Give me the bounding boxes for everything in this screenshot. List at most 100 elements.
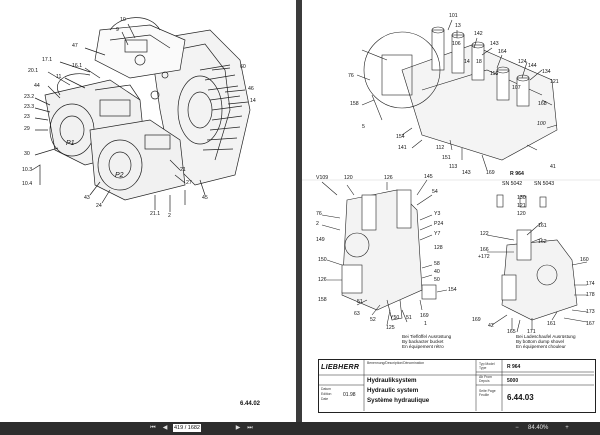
zoom-in-button[interactable]: + [565, 425, 569, 431]
last-page-button[interactable]: ⏭ [247, 425, 253, 431]
callout: 134 [542, 69, 551, 75]
callout: 125 [386, 325, 395, 331]
title-de: Hydrauliksystem [367, 377, 417, 384]
callout: 60 [240, 64, 246, 70]
callout: 121 [550, 79, 559, 85]
callout: 54 [432, 189, 438, 195]
callout: R 964 [510, 171, 524, 177]
callout-serial: SN 5042 [502, 181, 523, 187]
callout: 42 [488, 323, 494, 329]
callout: 17.1 [42, 57, 53, 63]
callout: 52 [370, 317, 376, 323]
callout: 51 [406, 315, 412, 321]
callout: 126 [318, 277, 327, 283]
note-line: Bei Ladeschaufel Ausrüstung [516, 334, 576, 339]
callout: 158 [318, 297, 327, 303]
callout: 47 [72, 43, 78, 49]
callout: 162 [538, 239, 547, 245]
datum-label: Datum [321, 387, 331, 391]
callout: 41 [550, 164, 556, 170]
callout: 121 [517, 203, 526, 209]
callout: 128 [434, 245, 443, 251]
callout: V109 [316, 175, 329, 181]
typ-value: R 964 [507, 364, 521, 370]
callout: 154 [448, 287, 457, 293]
page-number: 6.44.02 [240, 401, 261, 407]
callout: P24 [434, 221, 444, 227]
callout: 107 [512, 85, 521, 91]
callout: 160 [580, 257, 589, 263]
callout: 2 [168, 213, 171, 219]
callout: 44 [34, 83, 40, 89]
note-line: En équipement rétro [402, 344, 444, 350]
note-backacter: Bei Tieflöffel Ausrüstung By backacter b… [402, 334, 451, 350]
callout: 178 [586, 292, 595, 298]
edition-label: Edition [321, 392, 332, 396]
description-caption: Benennung/Description/Dénomination [367, 361, 425, 365]
callout: +172 [478, 254, 490, 260]
callout: 51 [357, 299, 363, 305]
callout: 106 [452, 41, 461, 47]
callout: 126 [384, 175, 393, 181]
callout: 29 [24, 126, 30, 132]
first-page-button[interactable]: ⏮ [150, 425, 156, 431]
callout: 43 [84, 195, 90, 201]
callout: 161 [538, 223, 547, 229]
left-hydraulic-drawing [31, 17, 251, 212]
callout: 63 [354, 311, 360, 317]
callout: 130 [517, 195, 526, 201]
callout: Y3 [434, 211, 441, 217]
title-block: LIEBHERR Benennung/Description/Dénominat… [318, 359, 596, 413]
callout: 166 [480, 247, 489, 253]
callout: 20.1 [28, 68, 39, 74]
date-value: 01.98 [343, 392, 356, 398]
callout: 145 [424, 174, 433, 180]
note-line: By bottom dump shovel [516, 339, 565, 345]
callout: 58 [434, 261, 440, 267]
callout: 21.1 [150, 211, 161, 217]
note-line: Bei Tieflöffel Ausrüstung [402, 334, 452, 339]
seite-label: Seite Page Feuille [479, 389, 496, 397]
callout-pump-label: P1 [66, 140, 75, 147]
callout: 141 [398, 145, 407, 151]
callout: 76 [348, 73, 354, 79]
callout: 10 [120, 17, 126, 23]
callout: 120 [517, 211, 526, 217]
page-number-input[interactable] [173, 424, 201, 432]
left-page: 10 9 47 17.1 16.1 20.1 11 44 23.2 23.3 2… [0, 0, 296, 422]
callout: 18 [476, 59, 482, 65]
callout: 161 [547, 321, 556, 327]
callout: 1 [424, 321, 427, 327]
callout: 11 [56, 74, 62, 80]
callout: 124 [518, 59, 527, 65]
note-line: By backacter bucket [402, 339, 444, 345]
next-page-button[interactable]: ▶ [235, 425, 241, 431]
callout: 100 [537, 121, 546, 127]
callout: 21 [180, 167, 186, 173]
callout: 101 [449, 13, 458, 19]
callout: 143 [490, 41, 499, 47]
callout-serial: SN 5043 [534, 181, 555, 187]
title-en: Hydraulic system [367, 387, 419, 394]
callout: 120 [344, 175, 353, 181]
ab-value: 5000 [507, 378, 519, 384]
callout: 23 [24, 114, 30, 120]
note-line: En équipement chouleur [516, 344, 566, 350]
callout: 5 [362, 124, 365, 130]
callout: 169 [420, 313, 429, 319]
callout: 169 [472, 317, 481, 323]
callout: 27 [186, 180, 192, 186]
note-shovel: Bei Ladeschaufel Ausrüstung By bottom du… [516, 334, 576, 350]
callout: 149 [316, 237, 325, 243]
callout: Y7 [434, 231, 441, 237]
viewer-toolbar: ⏮ ◀ ▶ ⏭ − 84.40% + [0, 422, 600, 435]
prev-page-button[interactable]: ◀ [162, 425, 168, 431]
callout: 168 [538, 101, 547, 107]
zoom-out-button[interactable]: − [515, 425, 519, 431]
callout: 150 [318, 257, 327, 263]
zoom-level[interactable]: 84.40% [528, 425, 549, 431]
callout: 122 [480, 231, 489, 237]
date-label: Date [321, 397, 329, 401]
callout: 16.1 [72, 63, 83, 69]
callout: 24 [96, 203, 102, 209]
